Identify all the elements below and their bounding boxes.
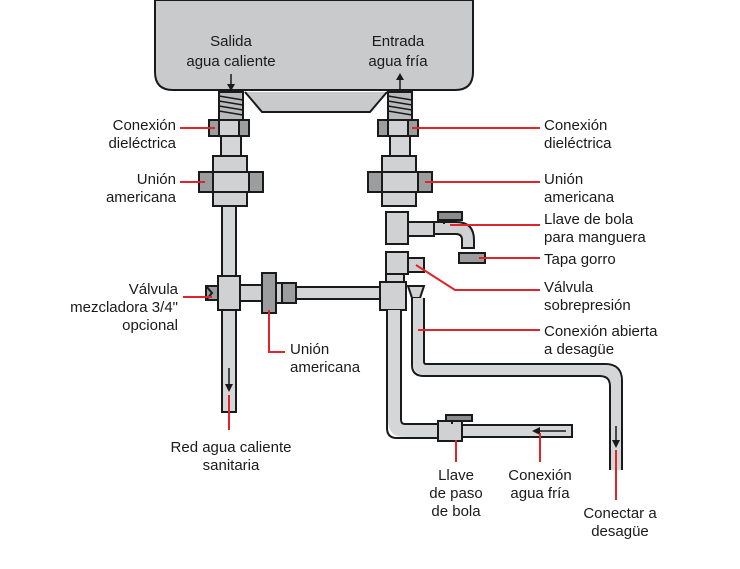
right-dielectric-label-2: dieléctrica xyxy=(544,135,612,152)
hot-supply-label-1: Red agua caliente xyxy=(171,439,292,456)
cold-water-main-pipe xyxy=(386,310,440,439)
mixing-valve-label-2: mezcladora 3/4" xyxy=(70,299,178,316)
right-union-fitting xyxy=(367,155,433,207)
hot-outlet-label-1: Salida xyxy=(210,33,252,50)
left-threaded-nipple xyxy=(218,91,244,121)
hose-ball-valve xyxy=(385,211,475,249)
leader-lines xyxy=(180,127,617,500)
cap-label: Tapa gorro xyxy=(544,251,616,268)
left-union-fitting xyxy=(198,155,264,207)
shutoff-valve-label-3: de bola xyxy=(431,503,481,520)
shutoff-valve-label-1: Llave xyxy=(438,467,474,484)
cold-inlet-connection-label-1: Conexión xyxy=(508,467,571,484)
middle-union-label-2: americana xyxy=(290,359,361,376)
right-union-label-1: Unión xyxy=(544,171,583,188)
open-drain-label-1: Conexión abierta xyxy=(544,323,658,340)
left-dielectric-label-1: Conexión xyxy=(113,117,176,134)
middle-union-fitting xyxy=(261,272,297,314)
hose-valve-label-1: Llave de bola xyxy=(544,211,634,228)
right-dielectric-connection xyxy=(377,119,419,157)
left-union-label-1: Unión xyxy=(137,171,176,188)
cold-inlet-arrow-icon xyxy=(396,73,404,90)
hot-outlet-label-2: agua caliente xyxy=(186,53,275,70)
cold-inlet-connection-label-2: agua fría xyxy=(510,485,570,502)
shutoff-valve-label-2: de paso xyxy=(429,485,482,502)
right-union-label-2: americana xyxy=(544,189,615,206)
cold-inlet-label-2: agua fría xyxy=(368,53,428,70)
hot-outlet-arrow-icon xyxy=(227,74,235,91)
relief-valve-label-2: sobrepresión xyxy=(544,297,631,314)
water-heater-body xyxy=(154,0,474,113)
middle-union-label-1: Unión xyxy=(290,341,329,358)
pressure-relief-valve xyxy=(385,251,425,275)
mixing-valve-label-3: opcional xyxy=(122,317,178,334)
relief-valve-label-1: Válvula xyxy=(544,279,594,296)
cold-water-inlet-pipe xyxy=(461,424,573,438)
hot-supply-label-2: sanitaria xyxy=(203,457,260,474)
drain-connect-label-1: Conectar a xyxy=(583,505,657,522)
right-dielectric-label-1: Conexión xyxy=(544,117,607,134)
ball-shutoff-valve xyxy=(437,414,473,442)
right-threaded-nipple xyxy=(387,91,413,121)
cross-pipe xyxy=(295,286,381,300)
drain-connect-label-2: desagüe xyxy=(591,523,649,540)
mixing-valve-label-1: Válvula xyxy=(129,281,179,298)
left-dielectric-label-2: dieléctrica xyxy=(108,135,176,152)
open-drain-label-2: a desagüe xyxy=(544,341,614,358)
mixing-valve xyxy=(205,275,263,311)
left-dielectric-connection xyxy=(208,119,250,157)
hose-valve-label-2: para manguera xyxy=(544,229,646,246)
cold-inlet-label-1: Entrada xyxy=(372,33,425,50)
left-union-label-2: americana xyxy=(106,189,177,206)
